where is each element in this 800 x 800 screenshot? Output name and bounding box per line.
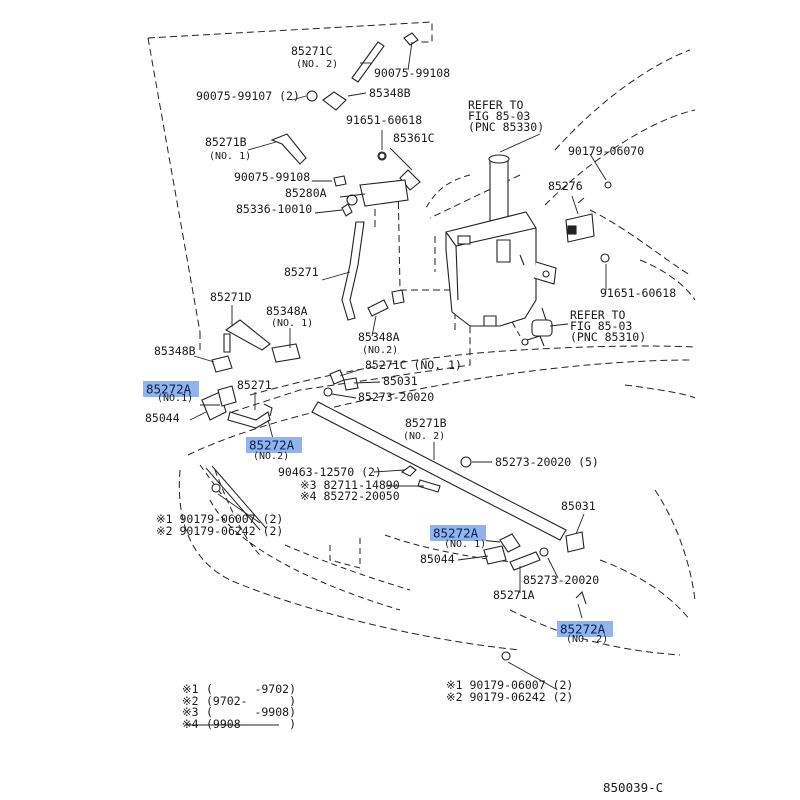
part-label-l-85271d: 85271D — [210, 290, 252, 304]
part-label-l-85271c-top: 85271C — [291, 44, 333, 58]
part-label-l-no2-e: (NO.2) — [253, 451, 289, 462]
legend-range-1: ( -9702) — [206, 682, 296, 696]
part-label-l-85273-20020-a: 85273-20020 — [358, 390, 434, 404]
part-label-l-no2-c: (NO.2) — [362, 345, 398, 356]
part-label-l-figure-code: 850039-C — [603, 780, 663, 795]
part-label-l-90075-99108-b: 90075-99108 — [234, 170, 310, 184]
highlighted-label-h-85272a-mid[interactable]: 85272A — [249, 438, 295, 453]
legend: ※1 ( -9702) ※2 (9702- ) ※3 ( -9908) ※4 (… — [182, 682, 296, 731]
highlighted-part-labels: 85272A 85272A 85272A 85272A — [143, 381, 613, 637]
part-label-l-no2-f: (NO. 2) — [566, 634, 608, 645]
highlight-box-h-85272a-center — [430, 525, 486, 541]
part-label-l-star3-82711: ※3 82711-14890 — [300, 478, 400, 492]
part-label-l-90075-99108-top: 90075-99108 — [374, 66, 450, 80]
group-boundary — [147, 21, 521, 413]
part-label-l-85348b-top: 85348B — [369, 86, 411, 100]
part-label-l-no1-e: (NO. 1) — [444, 539, 486, 550]
legend-mark-4: ※4 — [182, 717, 199, 731]
leader-lines — [189, 41, 607, 690]
part-label-l-no2-top: (NO. 2) — [296, 59, 338, 70]
part-label-l-90463-12570: 90463-12570 (2) — [278, 465, 382, 479]
part-label-l-pnc-85330: (PNC 85330) — [468, 120, 544, 134]
part-label-l-star1-90179-a: ※1 90179-06007 (2) — [156, 512, 283, 526]
highlight-box-h-85272a-left — [143, 381, 199, 397]
part-label-l-fig-bottom: FIG 85-03 — [570, 319, 632, 333]
part-label-l-no2-d: (NO. 2) — [403, 431, 445, 442]
part-label-l-star2-90179-a: ※2 90179-06242 (2) — [156, 524, 283, 538]
part-label-l-85271-mid: 85271 — [237, 378, 272, 392]
part-label-l-85271b: 85271B — [205, 135, 247, 149]
washer-clips — [378, 152, 386, 160]
part-label-l-no1-b: (NO. 1) — [209, 151, 251, 162]
part-label-l-91651-60618-b: 91651-60618 — [600, 286, 676, 300]
part-label-l-90179-06070: 90179-06070 — [568, 144, 644, 158]
part-label-l-85271b-no2: 85271B — [405, 416, 447, 430]
part-label-l-no1-d: (NO.1) — [157, 393, 193, 404]
legend-range-4: (9908- ) — [206, 717, 296, 731]
part-label-l-85031-b: 85031 — [561, 499, 596, 513]
hoses — [201, 32, 587, 661]
part-label-l-91651-60618-a: 91651-60618 — [346, 113, 422, 127]
part-label-l-85361c: 85361C — [393, 131, 435, 145]
legend-mark-3: ※3 — [182, 705, 199, 719]
part-label-l-85271a: 85271A — [493, 588, 535, 602]
part-label-l-star4-85272: ※4 85272-20050 — [300, 489, 400, 503]
part-label-l-85348a-b: 85348A — [358, 330, 400, 344]
part-label-l-85273-20020-b: 85273-20020 — [523, 573, 599, 587]
legend-range-2: (9702- ) — [206, 694, 296, 708]
part-label-l-85280a: 85280A — [285, 186, 327, 200]
part-label-l-refer-top: REFER TO — [468, 98, 523, 112]
part-label-l-85044-b: 85044 — [420, 552, 455, 566]
part-label-l-90075-99107: 90075-99107 (2) — [196, 89, 300, 103]
part-label-l-85276: 85276 — [548, 179, 583, 193]
washer-reservoir — [445, 154, 557, 327]
highlight-box-h-85272a-mid — [246, 437, 302, 453]
highlight-box-h-85272a-right — [557, 621, 613, 637]
legend-range-3: ( -9908) — [206, 705, 296, 719]
part-label-l-star2-90179-b: ※2 90179-06242 (2) — [446, 690, 573, 704]
legend-mark-2: ※2 — [182, 694, 199, 708]
washer-pump-right — [521, 307, 553, 347]
part-label-l-85271: 85271 — [284, 265, 319, 279]
part-label-l-85273-20020-5: 85273-20020 (5) — [495, 455, 599, 469]
part-label-l-85271c-no1: 85271C (NO. 1) — [365, 358, 462, 372]
part-label-l-pnc-85310: (PNC 85310) — [570, 330, 646, 344]
part-label-l-85348a-a: 85348A — [266, 304, 308, 318]
part-label-l-refer-bottom: REFER TO — [570, 308, 625, 322]
sensor-85276 — [565, 181, 612, 263]
part-label-l-85031-a: 85031 — [383, 374, 418, 388]
highlighted-label-h-85272a-right[interactable]: 85272A — [560, 622, 606, 637]
highlighted-label-h-85272a-left[interactable]: 85272A — [146, 382, 192, 397]
part-label-l-fig-top: FIG 85-03 — [468, 109, 530, 123]
highlighted-label-h-85272a-center[interactable]: 85272A — [433, 526, 479, 541]
part-label-l-85348b-left: 85348B — [154, 344, 196, 358]
part-label-l-85044-a: 85044 — [145, 411, 180, 425]
part-label-l-star1-90179-b: ※1 90179-06007 (2) — [446, 678, 573, 692]
part-label-l-85336-10010: 85336-10010 — [236, 202, 312, 216]
part-label-l-no1-c: (NO. 1) — [271, 318, 313, 329]
legend-mark-1: ※1 — [182, 682, 199, 696]
